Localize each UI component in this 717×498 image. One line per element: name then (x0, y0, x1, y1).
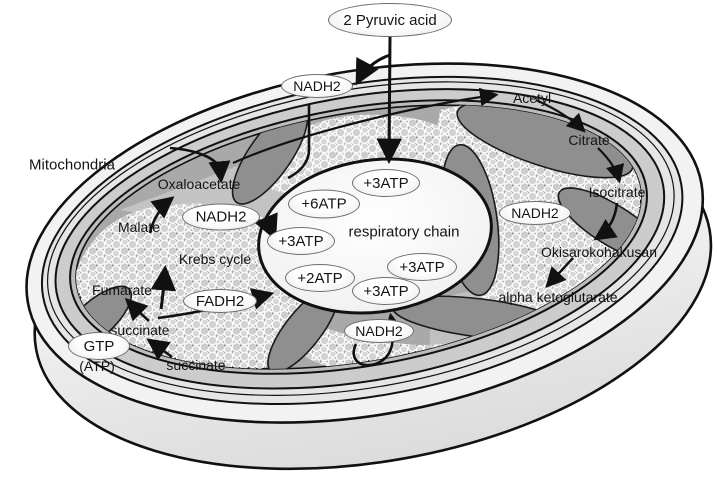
arrow-citrate-isocitrate (597, 147, 625, 184)
arrow-pyruvate-to-chain (376, 36, 402, 165)
atp-six-node: +6ATP (288, 189, 360, 219)
atp-top-node: +3ATP (352, 169, 420, 197)
malate-label: Malate (117, 219, 161, 235)
arrow-membrane-oxaloacetate (169, 146, 231, 184)
nadh2-right-node: NADH2 (499, 201, 571, 225)
arrow-succinate-fumarate (124, 297, 150, 322)
arrow-succinate-up (146, 338, 173, 361)
arrow-acetyl-citrate (535, 98, 586, 133)
oxalosuccinate-label: Okisarokohakusan (541, 244, 657, 260)
pyruvic-acid-node: 2 Pyruvic acid (328, 3, 452, 37)
isocitrate-label: Isocitrate (588, 184, 646, 200)
atp-two-node: +2ATP (285, 264, 355, 292)
arrow-to-acetyl (232, 87, 499, 165)
succinate-lower-label: succinate (166, 357, 226, 373)
line-inner-membrane (287, 104, 311, 180)
nadh2-top-node: NADH2 (281, 74, 353, 98)
arrow-isocitrate-oxalosuccinate (593, 202, 619, 241)
acetyl-label: Acetyl (512, 90, 552, 106)
succinate-upper-label: succinate (110, 322, 170, 338)
fadh2-node: FADH2 (183, 289, 257, 313)
atp-left-node: +3ATP (267, 227, 335, 255)
alpha-ketoglutarate-label: alpha ketoglutarate (498, 289, 618, 305)
nadh2-bottom-node: NADH2 (344, 319, 414, 343)
nadh2-left-node: NADH2 (182, 203, 260, 231)
oxaloacetate-label: Oxaloacetate (157, 176, 241, 192)
arrow-to-alpha-ketoglutarate (545, 257, 574, 288)
atp-bottom-node: +3ATP (352, 277, 420, 305)
respiratory-chain-label: respiratory chain (348, 223, 460, 241)
arrow-to-nadh2-top (355, 53, 391, 86)
mitochondria-label: Mitochondria (29, 156, 115, 174)
arrow-malate-oxaloacetate (148, 196, 175, 234)
gtp-node: GTP (68, 332, 130, 360)
atp-right-node: +3ATP (387, 253, 457, 281)
krebs-cycle-label: Krebs cycle (178, 251, 252, 267)
citrate-label: Citrate (568, 132, 610, 148)
fumarate-label: Fumarate (92, 282, 152, 298)
arrow-fumarate-malate (150, 264, 177, 310)
gtp-atp-label: (ATP) (79, 358, 115, 374)
